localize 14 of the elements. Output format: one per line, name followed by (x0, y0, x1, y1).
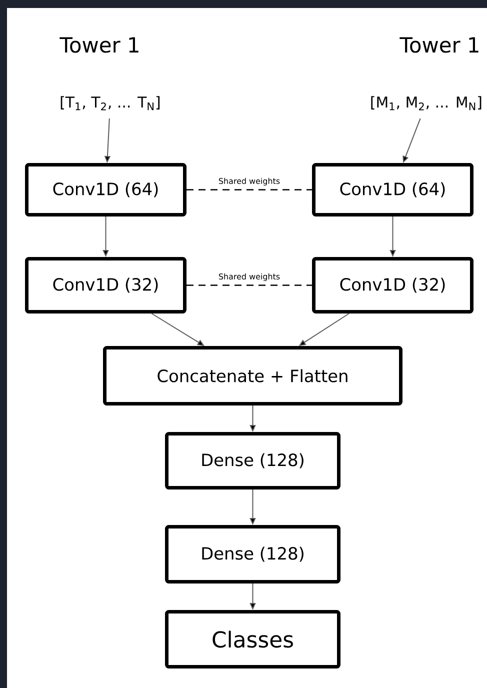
layer-box: Conv1D (64) (312, 163, 474, 216)
layer-box: Concatenate + Flatten (103, 346, 402, 406)
layer-box: Dense (128) (165, 432, 340, 490)
tower-heading: Tower 1 (60, 37, 138, 53)
dashed-line (186, 284, 312, 286)
layer-box: Conv1D (32) (312, 257, 474, 314)
dashed-line (186, 189, 312, 190)
input-sequence: [T$_{1}$, T$_{2}$, ... T$_{N}$] (60, 96, 160, 110)
layer-box: Classes (165, 610, 340, 668)
layer-box: Conv1D (64) (25, 163, 186, 216)
layer-box: Dense (128) (165, 525, 340, 584)
input-sequence: [M$_{1}$, M$_{2}$, ... M$_{N}$] (371, 96, 482, 110)
layer-box: Conv1D (32) (25, 257, 186, 314)
tower-heading: Tower 1 (400, 37, 478, 53)
